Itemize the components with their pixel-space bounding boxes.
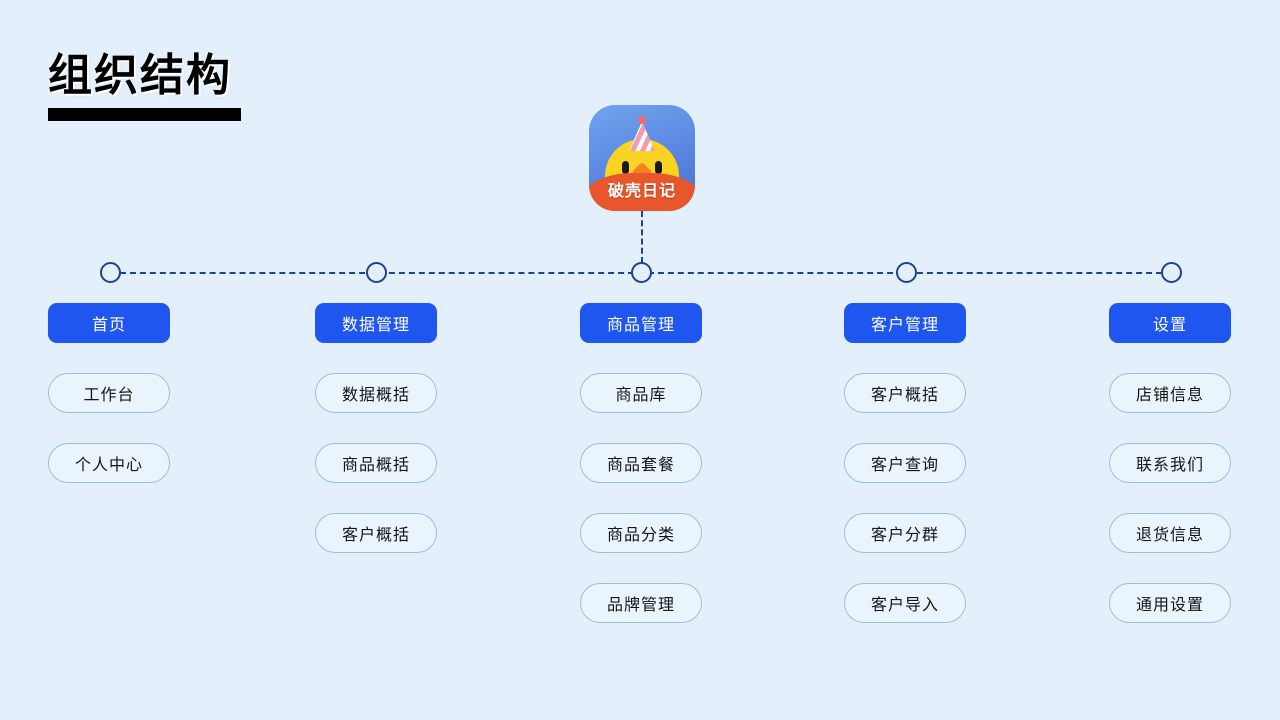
app-icon[interactable]: 破壳日记 — [589, 105, 695, 211]
column-product-management: 商品管理 商品库 商品套餐 商品分类 品牌管理 — [521, 303, 761, 623]
node-marker-settings — [1161, 262, 1182, 283]
item-pill[interactable]: 退货信息 — [1109, 513, 1231, 553]
item-pill[interactable]: 店铺信息 — [1109, 373, 1231, 413]
column-data-management: 数据管理 数据概括 商品概括 客户概括 — [256, 303, 496, 553]
item-pill[interactable]: 联系我们 — [1109, 443, 1231, 483]
item-pill[interactable]: 客户概括 — [315, 513, 437, 553]
item-pill[interactable]: 数据概括 — [315, 373, 437, 413]
item-pill[interactable]: 品牌管理 — [580, 583, 702, 623]
vertical-connector-line — [641, 211, 643, 263]
page-title: 组织结构 — [48, 51, 232, 100]
item-pill[interactable]: 个人中心 — [48, 443, 170, 483]
column-settings: 设置 店铺信息 联系我们 退货信息 通用设置 — [1050, 303, 1280, 623]
title-underline-bar — [48, 108, 241, 121]
chick-eye-right-icon — [655, 161, 662, 174]
item-pill[interactable]: 通用设置 — [1109, 583, 1231, 623]
node-marker-home — [100, 262, 121, 283]
app-icon-banner — [589, 173, 695, 211]
item-pill[interactable]: 商品概括 — [315, 443, 437, 483]
item-pill[interactable]: 商品分类 — [580, 513, 702, 553]
header-button-settings[interactable]: 设置 — [1109, 303, 1231, 343]
item-pill[interactable]: 工作台 — [48, 373, 170, 413]
item-pill[interactable]: 商品库 — [580, 373, 702, 413]
page-title-block: 组织结构 — [48, 54, 241, 121]
header-button-home[interactable]: 首页 — [48, 303, 170, 343]
item-pill[interactable]: 客户查询 — [844, 443, 966, 483]
item-pill[interactable]: 商品套餐 — [580, 443, 702, 483]
chick-eye-left-icon — [622, 161, 629, 174]
column-home: 首页 工作台 个人中心 — [0, 303, 229, 483]
header-button-data-management[interactable]: 数据管理 — [315, 303, 437, 343]
header-button-customer-management[interactable]: 客户管理 — [844, 303, 966, 343]
node-marker-product-management — [631, 262, 652, 283]
node-marker-data-management — [366, 262, 387, 283]
item-pill[interactable]: 客户导入 — [844, 583, 966, 623]
node-marker-customer-management — [896, 262, 917, 283]
column-customer-management: 客户管理 客户概括 客户查询 客户分群 客户导入 — [785, 303, 1025, 623]
party-hat-pompom-icon — [638, 116, 646, 124]
item-pill[interactable]: 客户概括 — [844, 373, 966, 413]
item-pill[interactable]: 客户分群 — [844, 513, 966, 553]
app-icon-label: 破壳日记 — [607, 183, 676, 200]
header-button-product-management[interactable]: 商品管理 — [580, 303, 702, 343]
